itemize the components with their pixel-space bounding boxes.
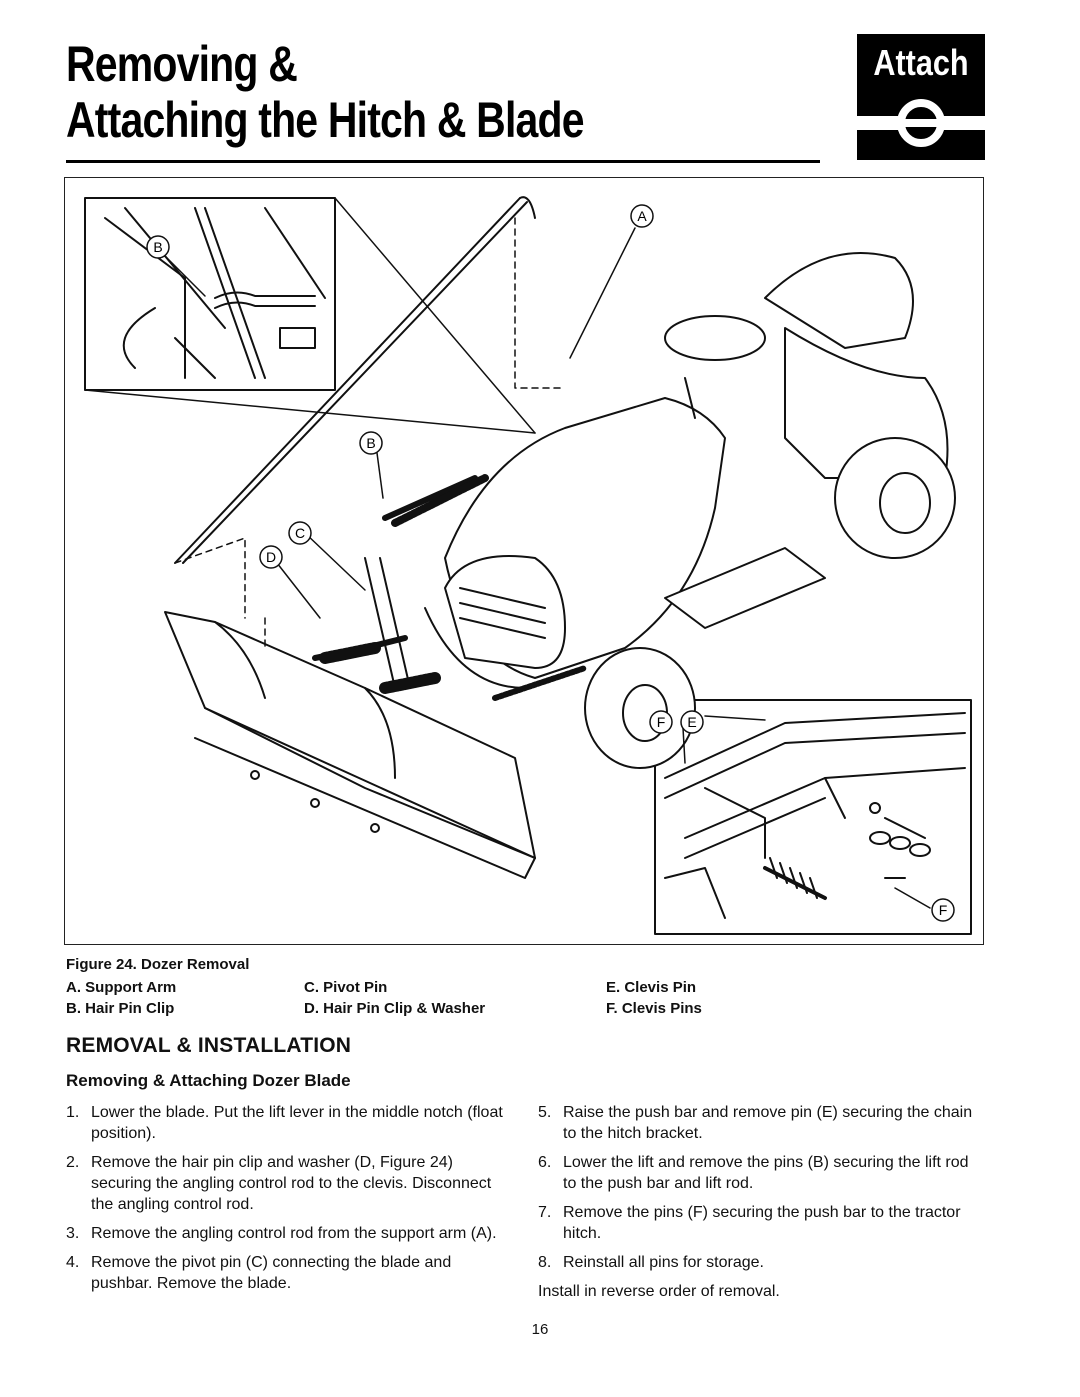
legend-item: F. Clevis Pins (606, 1000, 702, 1017)
callout-f-bottom: F (939, 902, 948, 918)
badge-label: Attach (873, 42, 969, 83)
steps-column-right: 5.Raise the push bar and remove pin (E) … (538, 1102, 986, 1281)
inset-leader-line (334, 197, 536, 434)
section-heading: REMOVAL & INSTALLATION (66, 1034, 352, 1057)
inset-leader-line (84, 389, 536, 434)
step-item: 4.Remove the pivot pin (C) connecting th… (66, 1254, 452, 1292)
steps-column-left: 1.Lower the blade. Put the lift lever in… (66, 1102, 512, 1302)
guide-lines (174, 217, 566, 649)
step-item: 1.Lower the blade. Put the lift lever in… (66, 1104, 503, 1142)
title-line-2: Attaching the Hitch & Blade (66, 92, 585, 148)
page-title: Removing & Attaching the Hitch & Blade (66, 36, 585, 148)
callout-e: E (687, 714, 696, 730)
subsection-heading: Removing & Attaching Dozer Blade (66, 1071, 351, 1090)
inset-detail-b (84, 197, 336, 391)
callout-b: B (366, 435, 375, 451)
legend-item: D. Hair Pin Clip & Washer (304, 1000, 486, 1017)
callouts (146, 204, 955, 922)
callout-f-top: F (657, 714, 666, 730)
tractor-body (424, 252, 956, 769)
callout-a: A (637, 208, 647, 224)
step-item: 2.Remove the hair pin clip and washer (D… (66, 1154, 492, 1213)
callout-leaders (164, 227, 931, 909)
step-item: 3.Remove the angling control rod from th… (66, 1225, 497, 1242)
springs (319, 474, 588, 701)
page-number: 16 (531, 1321, 549, 1338)
dozer-blade (164, 611, 536, 879)
legend-column-2: C. Pivot Pin D. Hair Pin Clip & Washer (304, 977, 485, 1019)
callout-b-inset: B (153, 239, 162, 255)
section-badge: Attach (857, 34, 985, 160)
callout-d: D (266, 549, 276, 565)
legend-item: A. Support Arm (66, 979, 177, 996)
legend-column-1: A. Support Arm B. Hair Pin Clip (66, 977, 176, 1019)
hitch-attach-icon (857, 99, 985, 147)
step-item: 8.Reinstall all pins for storage. (538, 1254, 764, 1271)
legend-column-3: E. Clevis Pin F. Clevis Pins (606, 977, 702, 1019)
figure-dozer-removal: A B B C D E F F (64, 177, 984, 945)
legend-item: B. Hair Pin Clip (66, 1000, 175, 1017)
callout-c: C (295, 525, 305, 541)
step-item: 6.Lower the lift and remove the pins (B)… (538, 1154, 969, 1192)
legend-item: E. Clevis Pin (606, 979, 697, 996)
step-item: 5.Raise the push bar and remove pin (E) … (538, 1104, 973, 1142)
title-rule (66, 160, 820, 163)
dozer-illustration: A B B C D E F F (84, 196, 972, 935)
inset-detail-ef (654, 699, 972, 935)
closing-note: Install in reverse order of removal. (538, 1283, 780, 1300)
title-line-1: Removing & (66, 36, 298, 92)
figure-caption: Figure 24. Dozer Removal (66, 956, 250, 973)
step-item: 7.Remove the pins (F) securing the push … (538, 1204, 961, 1242)
legend-item: C. Pivot Pin (304, 979, 388, 996)
